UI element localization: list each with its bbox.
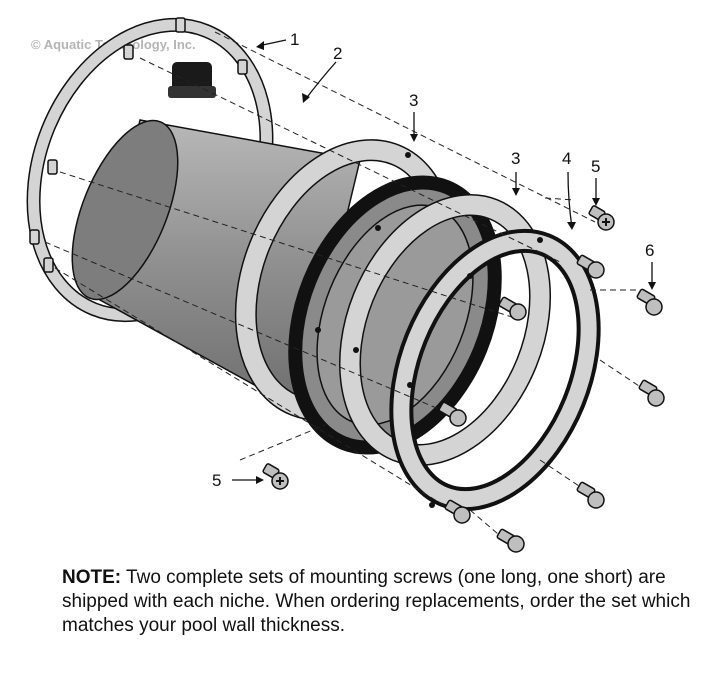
- callout-3-gasket: 3: [409, 91, 418, 110]
- mounting-holes: [315, 152, 543, 508]
- phillips-screw: [262, 463, 289, 490]
- callout-4: 4: [562, 149, 571, 168]
- screw: [498, 296, 527, 321]
- screw: [636, 288, 663, 316]
- screw: [444, 499, 471, 524]
- callout-1: 1: [290, 30, 299, 49]
- screw: [496, 528, 525, 553]
- part-6-screws: [438, 254, 665, 553]
- part-4-clamping-ring: [389, 228, 601, 512]
- callout-6: 6: [645, 241, 654, 260]
- part-5-phillips-screws: [262, 205, 615, 490]
- screw: [576, 254, 605, 279]
- screw: [638, 379, 665, 407]
- screw: [576, 481, 605, 509]
- callout-arrowheads: [256, 41, 656, 484]
- note-label: NOTE:: [62, 567, 122, 588]
- callout-5-top: 5: [591, 157, 600, 176]
- callout-2: 2: [333, 44, 342, 63]
- phillips-screw: [588, 205, 615, 231]
- screw: [438, 401, 467, 427]
- note-paragraph: NOTE: Two complete sets of mounting scre…: [62, 566, 712, 638]
- exploded-niche-diagram: © Aquatic Technology, Inc.: [26, 17, 665, 553]
- callout-3-gasket-front: 3: [511, 149, 520, 168]
- callout-5-bottom: 5: [212, 471, 221, 490]
- alignment-lines: [44, 31, 646, 541]
- note-text: Two complete sets of mounting screws (on…: [62, 567, 691, 636]
